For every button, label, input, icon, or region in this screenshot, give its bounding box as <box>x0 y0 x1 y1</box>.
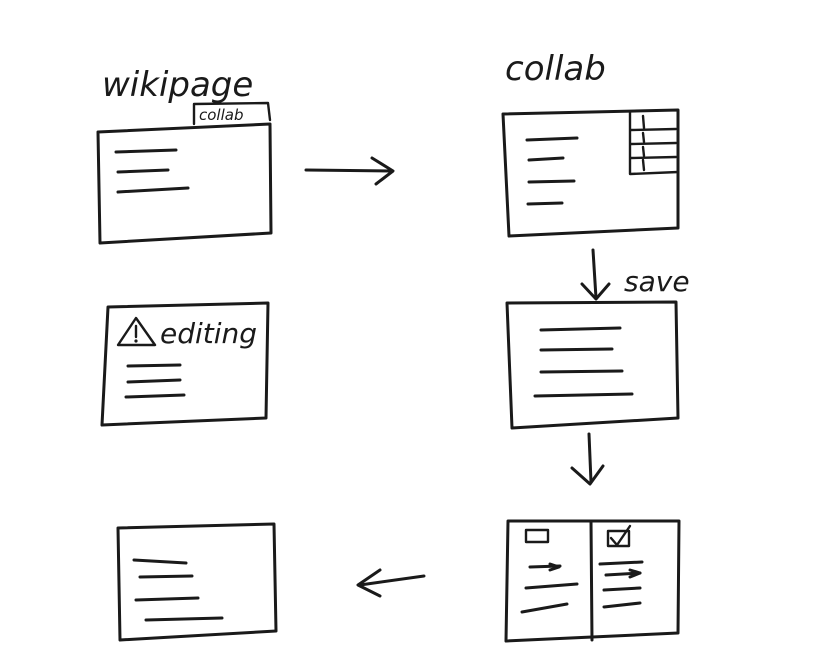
arrow-to-review <box>570 432 605 486</box>
saved-page-text-lines <box>533 326 634 398</box>
saved-page-sketch <box>505 300 680 430</box>
review-right-lines <box>598 560 644 609</box>
collab-users-panel <box>628 110 680 176</box>
editing-text-lines <box>124 363 186 399</box>
final-page-sketch <box>116 522 278 642</box>
collab-editor-sketch: collab <box>501 49 680 238</box>
final-page-frame <box>116 522 278 642</box>
wikipage-sketch: wikipage collab <box>96 65 273 245</box>
arrow-save: save <box>580 248 690 301</box>
review-divider <box>589 519 594 642</box>
wikipage-frame <box>96 122 273 245</box>
unchecked-checkbox-icon <box>524 528 550 544</box>
final-page-text-lines <box>132 558 224 622</box>
wikipage-label: wikipage <box>102 65 253 105</box>
collab-frame <box>501 108 680 238</box>
editing-frame <box>100 301 270 427</box>
arrow-to-final <box>356 568 426 598</box>
saved-page-frame <box>505 300 680 430</box>
collab-text-lines <box>525 136 579 206</box>
arrow-to-collab <box>304 156 395 186</box>
editing-label: editing <box>160 317 257 350</box>
checked-checkbox-icon <box>606 524 632 548</box>
collab-tab-label: collab <box>199 106 243 124</box>
review-sketch <box>504 519 681 643</box>
wikipage-text-lines <box>114 148 190 194</box>
review-left-lines <box>520 562 579 614</box>
review-frame <box>504 519 681 643</box>
warning-icon <box>116 316 157 347</box>
collab-tab: collab <box>192 101 272 126</box>
editing-warning-sketch: editing <box>100 301 270 427</box>
save-label: save <box>624 265 690 298</box>
collab-label: collab <box>505 49 606 89</box>
